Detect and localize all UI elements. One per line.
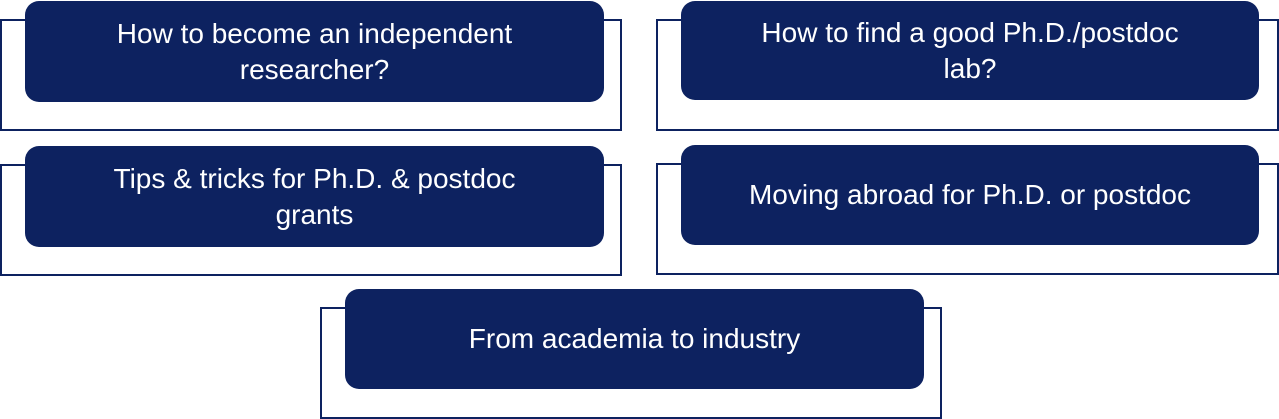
topic-card-moving-abroad: Moving abroad for Ph.D. or postdoc (656, 144, 1279, 276)
topic-card-pill: How to find a good Ph.D./postdoc lab? (681, 1, 1259, 100)
topic-card-independent-researcher: How to become an independent researcher? (0, 0, 622, 132)
topic-label: How to find a good Ph.D./postdoc lab? (761, 16, 1179, 84)
topic-card-grants: Tips & tricks for Ph.D. & postdoc grants (0, 145, 622, 277)
topic-card-pill: Moving abroad for Ph.D. or postdoc (681, 145, 1259, 245)
topic-card-academia-to-industry: From academia to industry (320, 288, 942, 419)
topic-card-find-lab: How to find a good Ph.D./postdoc lab? (656, 0, 1279, 132)
topic-label: Tips & tricks for Ph.D. & postdoc grants (113, 162, 516, 230)
topic-label: How to become an independent researcher? (116, 17, 513, 85)
topic-card-pill: How to become an independent researcher? (25, 1, 604, 102)
topic-label: Moving abroad for Ph.D. or postdoc (748, 179, 1191, 210)
topic-card-pill: From academia to industry (345, 289, 924, 389)
topic-card-pill: Tips & tricks for Ph.D. & postdoc grants (25, 146, 604, 247)
topic-label: From academia to industry (468, 323, 801, 354)
